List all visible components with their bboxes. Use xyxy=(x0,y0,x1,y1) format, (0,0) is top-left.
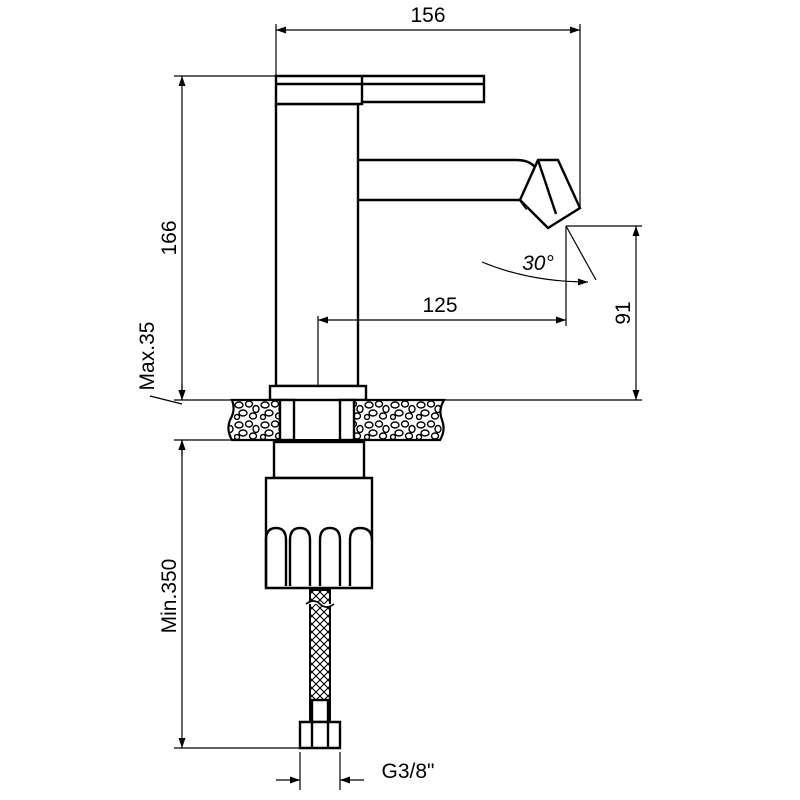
nut-rib-3 xyxy=(318,526,342,586)
threaded-shank xyxy=(272,440,366,480)
dim-angle-ref-line xyxy=(565,225,597,281)
dim-35-leader xyxy=(149,395,183,405)
faucet-column xyxy=(274,102,360,388)
countertop-right xyxy=(350,398,446,442)
dim-label-max35: Max.35 xyxy=(136,322,159,391)
faucet-body xyxy=(268,74,582,402)
dim-angle-arc xyxy=(481,261,589,286)
fixing-assembly xyxy=(264,440,374,590)
countertop-section xyxy=(227,398,446,442)
dim-label-91: 91 xyxy=(612,301,635,324)
extension-lines xyxy=(174,24,642,790)
mount-bore xyxy=(293,399,341,441)
dim-label-166: 166 xyxy=(158,220,181,255)
lever-handle xyxy=(274,74,486,106)
mount-nut-right xyxy=(338,398,356,442)
dim-label-min350: Min.350 xyxy=(158,559,181,634)
spout-tip-edge xyxy=(536,159,558,215)
dimension-lines xyxy=(149,26,640,784)
spout-arm xyxy=(348,158,544,211)
hose-connector-nut xyxy=(298,720,342,750)
dim-label-125: 125 xyxy=(422,294,457,317)
nut-rib-4 xyxy=(348,526,374,586)
dim-label-156: 156 xyxy=(410,4,445,27)
hose-ferrule xyxy=(310,698,330,724)
dim-label-angle: 30° xyxy=(522,252,554,275)
mount-nut-left xyxy=(278,398,296,442)
nut-rib-2 xyxy=(288,526,312,586)
flexible-hose xyxy=(298,589,342,750)
dim-label-thread: G3/8" xyxy=(382,760,435,783)
countertop-left xyxy=(227,398,282,442)
hose-break-line xyxy=(305,600,335,608)
nut-rib-1 xyxy=(264,526,288,586)
base-flange xyxy=(268,384,368,402)
dimension-labels: 156 125 30° G3/8" 166 Max.35 Min.350 91 xyxy=(136,4,635,783)
